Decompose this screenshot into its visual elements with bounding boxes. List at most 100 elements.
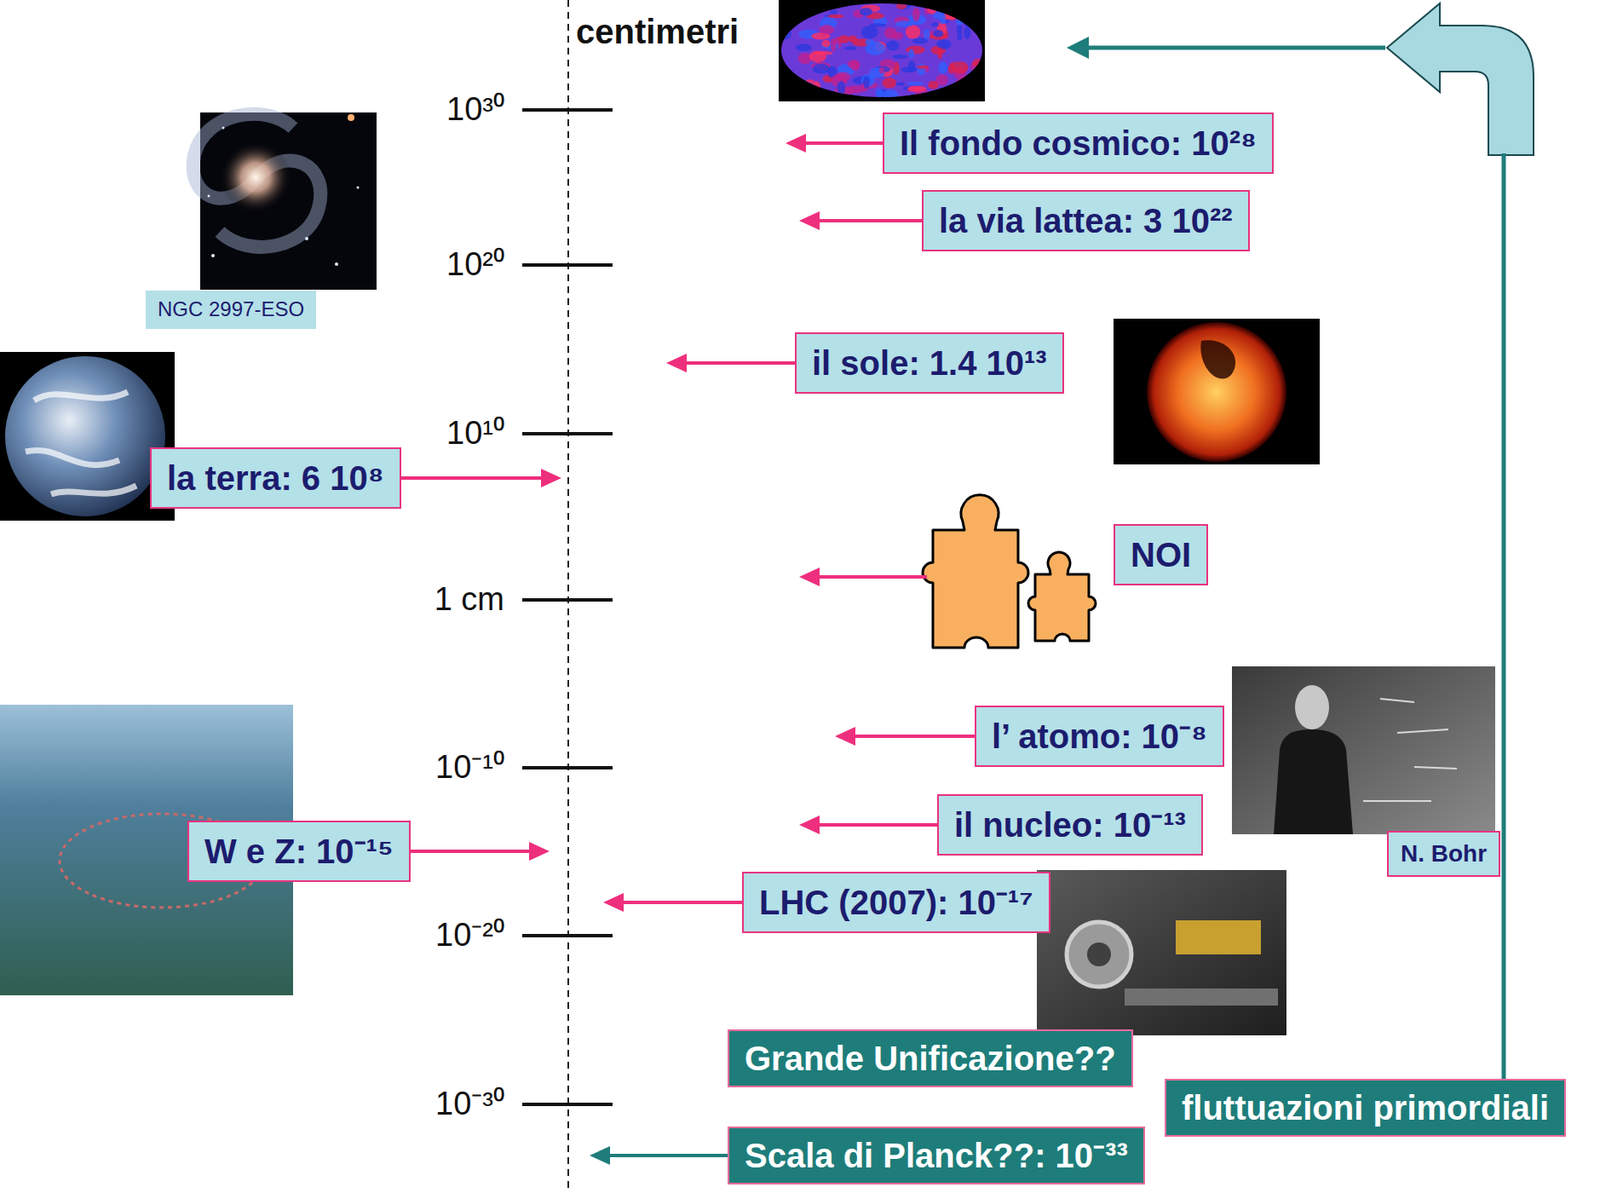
drawing-part <box>771 0 990 103</box>
cmb-spot <box>943 6 960 20</box>
cmb-spot <box>977 72 987 78</box>
leader-line <box>805 141 883 145</box>
cmb-spot <box>931 22 939 27</box>
drawing-part <box>778 0 985 102</box>
cmb-spot <box>912 7 921 22</box>
cmb-spot <box>874 88 884 98</box>
leader-head <box>785 133 806 153</box>
value-box: la via lattea: 3 10²² <box>921 189 1250 252</box>
sun-photo <box>1113 318 1320 465</box>
drawing-part <box>1087 942 1111 967</box>
tick-label: 10³⁰ <box>446 91 505 129</box>
drawing-part <box>211 253 215 258</box>
scale-axis <box>567 0 570 1192</box>
cmb-spot <box>956 24 963 33</box>
cmb-spot <box>936 74 949 87</box>
drawing-part <box>5 356 166 517</box>
cmb-spot <box>771 6 793 19</box>
cmb-spot <box>970 83 982 90</box>
tick-label: 10⁻³⁰ <box>435 1085 505 1123</box>
cmb-spot <box>778 88 795 101</box>
cmb-spot <box>827 14 845 18</box>
box-text: Scala di Planck??: 10⁻³³ <box>744 1134 1129 1176</box>
cmb-spot <box>896 0 912 11</box>
box-text: la terra: 6 10⁸ <box>166 457 385 499</box>
cmb-spot <box>917 65 929 70</box>
bohr-photo <box>1231 666 1496 835</box>
cmb-spot <box>822 40 831 48</box>
value-box: Il fondo cosmico: 10²⁸ <box>882 112 1274 174</box>
drawing-part <box>305 236 309 241</box>
drawing-part <box>816 575 927 579</box>
value-box: LHC (2007): 10⁻¹⁷ <box>742 871 1051 933</box>
cmb-spot <box>788 12 806 20</box>
drawing-part <box>522 765 613 770</box>
drawing-part <box>334 262 339 266</box>
cmb-spot <box>879 67 885 75</box>
cmb-spot <box>905 25 921 40</box>
theory-box: Grande Unificazione?? <box>727 1029 1134 1088</box>
cmb-spot <box>812 63 831 75</box>
drawing-part <box>1066 921 1132 987</box>
tick-label: 10¹⁰ <box>446 414 505 453</box>
stem-line <box>1502 153 1507 1079</box>
cmb-spot <box>963 26 971 40</box>
drawing-part <box>799 567 820 587</box>
drawing-part <box>781 3 983 98</box>
value-box: la terra: 6 10⁸ <box>149 447 402 509</box>
drawing-part <box>219 141 292 213</box>
cmb-spot <box>963 19 979 29</box>
cmb-spot <box>892 54 909 59</box>
drawing-part <box>922 494 1029 648</box>
leader-line <box>855 734 975 738</box>
lhc-photo <box>1036 869 1287 1036</box>
leader-line <box>819 218 922 223</box>
cmb-spot <box>780 88 788 99</box>
cmb-spot <box>829 10 838 15</box>
cmb-spot <box>924 2 930 15</box>
drawing-part <box>1273 729 1353 835</box>
drawing-part <box>1363 698 1457 801</box>
drawing-part <box>1200 339 1236 379</box>
earth-photo <box>0 351 175 521</box>
box-text: fluttuazioni primordiali <box>1181 1087 1549 1129</box>
cmb-spot <box>932 29 944 38</box>
cmb-spot <box>895 82 906 87</box>
leader-head <box>834 726 856 746</box>
tick-label: 10²⁰ <box>446 246 505 284</box>
value-box: il nucleo: 10⁻¹³ <box>937 794 1203 856</box>
drawing-part <box>1146 322 1287 462</box>
cmb-spot <box>781 27 792 40</box>
drawing-part <box>1028 552 1096 641</box>
leader-head <box>541 468 562 488</box>
drawing-part <box>1036 869 1287 1036</box>
value-box: W e Z: 10⁻¹⁵ <box>187 820 411 882</box>
drawing-part <box>222 126 225 130</box>
leader-line <box>410 849 530 853</box>
cmb-spot <box>937 47 943 60</box>
drawing-part <box>0 351 175 521</box>
cmb-spot <box>923 28 931 40</box>
theory-box: fluttuazioni primordiali <box>1164 1078 1566 1137</box>
galaxy-photo <box>193 112 377 290</box>
value-box: il sole: 1.4 10¹³ <box>794 332 1065 394</box>
cmb-spot <box>790 86 807 91</box>
tick-label: 10⁻²⁰ <box>435 916 505 955</box>
cmb-spot <box>969 71 986 84</box>
cmb-map <box>771 0 990 103</box>
cmb-spot <box>850 59 860 71</box>
leader-head <box>666 353 687 373</box>
cmb-spot <box>967 9 983 21</box>
drawing-part <box>522 263 613 267</box>
drawing-part <box>1085 46 1386 51</box>
cmb-spot <box>863 75 870 89</box>
cmb-spot <box>781 90 799 103</box>
drawing-part <box>1113 318 1320 465</box>
cmb-spot <box>951 61 969 75</box>
leader-head <box>799 211 820 231</box>
cmb-spot <box>782 14 800 24</box>
drawing-part <box>1231 666 1496 835</box>
cmb-spot <box>974 19 984 29</box>
drawing-part <box>207 114 360 266</box>
